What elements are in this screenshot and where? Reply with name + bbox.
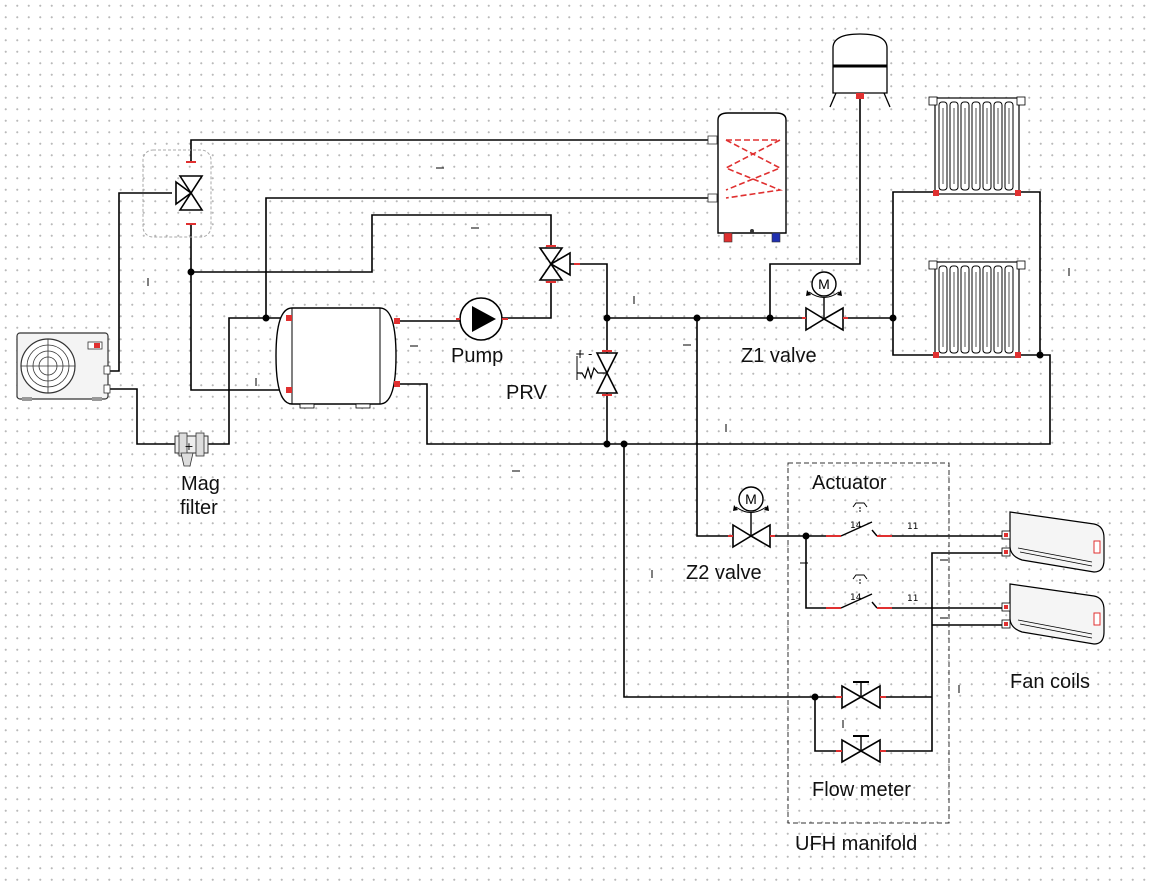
pipe-hp-to-mag-filter (108, 388, 175, 445)
fan-coil-1 (1001, 511, 1105, 573)
flow-meter-label: Flow meter (812, 779, 911, 801)
z2-valve-label: Z2 valve (686, 562, 762, 584)
actuator-contact-2 (826, 574, 892, 609)
diverter-valve (142, 149, 212, 238)
flow-meter-valve-1 (836, 681, 886, 710)
junction-dot (262, 314, 270, 322)
ufh-manifold-box (787, 462, 950, 824)
actuator-2-contact-no: 14 (850, 593, 862, 603)
buffer-tank (275, 307, 400, 409)
fan-coil-2 (1001, 583, 1105, 645)
pipe-radiator-return (1019, 191, 1041, 356)
junction-dot (766, 314, 774, 322)
actuator-1-contact-com: 11 (907, 522, 918, 532)
radiator-1 (928, 96, 1026, 196)
actuator-1-contact-no: 14 (850, 521, 862, 531)
mag-filter-icon: + (174, 432, 209, 467)
z1-motor-letter: M (818, 276, 830, 292)
hot-water-cylinder (707, 112, 787, 243)
pump-label: Pump (451, 345, 504, 367)
z1-motorised-valve (802, 271, 848, 332)
pipe-hp-to-diverter (108, 192, 172, 372)
annotation-ticks (147, 167, 1070, 728)
actuator-contact-1 (826, 502, 892, 537)
junction-dot (620, 440, 628, 448)
pump-symbol (456, 297, 508, 341)
junction-dot (603, 440, 611, 448)
z2-motorised-valve (728, 486, 775, 549)
pipe-return-crossover (191, 214, 552, 273)
pipe-flow-meter-2-in (814, 697, 842, 752)
three-way-valve (538, 245, 580, 283)
prv-valve: + - (575, 347, 619, 396)
z2-motor-letter: M (745, 491, 757, 507)
radiator-2 (928, 260, 1026, 358)
junction-dot (603, 314, 611, 322)
pipe-return-header (395, 354, 1051, 445)
junction-dots (187, 268, 1044, 701)
prv-label: PRV (506, 382, 547, 404)
svg-text:-: - (588, 347, 592, 361)
pipe-diverter-to-cylinder-top (190, 139, 712, 162)
pipe-network (108, 96, 1051, 752)
pipe-cylinder-return (265, 197, 712, 318)
expansion-vessel (829, 33, 891, 108)
pipe-radiator-flow (892, 191, 935, 318)
flow-meter-valve-2 (836, 735, 886, 764)
pipe-mixing-valve-to-flow (570, 263, 608, 318)
pipe-z2-branch (696, 318, 733, 537)
junction-dot (187, 268, 195, 276)
pipe-fan-coil-return (880, 552, 1004, 752)
pipe-manifold-return (623, 444, 842, 698)
z1-valve-label: Z1 valve (741, 345, 817, 367)
mag-filter-label-line1: Mag (181, 473, 220, 495)
ufh-manifold-label: UFH manifold (795, 833, 918, 855)
actuator-2-contact-com: 11 (907, 594, 918, 604)
junction-dot (889, 314, 897, 322)
fan-coils-label: Fan coils (1010, 671, 1091, 693)
junction-dot (693, 314, 701, 322)
pipe-pump-to-mixing-valve (502, 282, 552, 319)
pipe-radiator-2-flow (892, 318, 935, 356)
svg-text:+: + (575, 347, 585, 361)
pipe-actuator-2-in (805, 536, 841, 609)
junction-dot (1036, 351, 1044, 359)
pipe-expansion-vessel (769, 96, 861, 318)
pipe-mag-filter-to-buffer (208, 317, 290, 445)
junction-dot (811, 693, 819, 701)
mag-filter-label-line2: filter (180, 497, 218, 519)
svg-text:+: + (184, 440, 193, 453)
actuator-label: Actuator (812, 472, 887, 494)
heat-pump-icon (16, 332, 111, 401)
junction-dot (802, 532, 810, 540)
pipe-diverter-to-buffer (190, 224, 290, 391)
